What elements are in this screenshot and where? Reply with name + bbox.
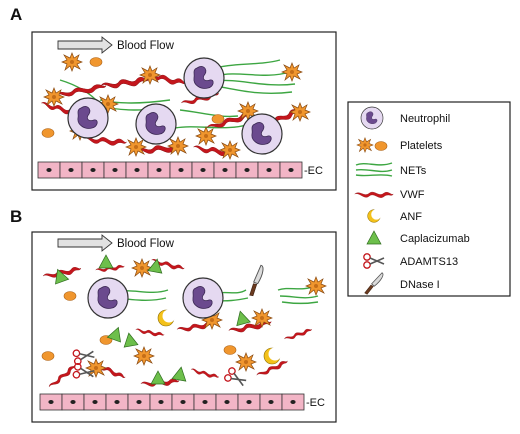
panel-a: A Blood Flow	[10, 5, 337, 191]
legend-label-anf: ANF	[400, 211, 422, 223]
neutrophil-icon	[360, 106, 384, 130]
panel-a-flow-label: Blood Flow	[117, 40, 175, 52]
legend-label-vwf: VWF	[400, 189, 425, 201]
legend-label-neutrophil: Neutrophil	[400, 113, 450, 125]
panel-b-ec-label: -EC	[306, 397, 325, 409]
endothelium	[39, 393, 305, 411]
legend-label-platelets: Platelets	[400, 140, 443, 152]
legend: Neutrophil Platelets NETs VWF ANF Caplac…	[347, 101, 511, 297]
panel-b-label: B	[10, 207, 22, 226]
panel-b-frame	[31, 231, 337, 423]
blood-flow-arrow-icon	[57, 36, 113, 54]
panel-a-ec-label: -EC	[304, 165, 323, 177]
legend-frame	[347, 101, 511, 297]
legend-label-nets: NETs	[400, 165, 427, 177]
legend-label-caplacizumab: Caplacizumab	[400, 233, 470, 245]
panel-b-flow-label: Blood Flow	[117, 238, 175, 250]
legend-label-dnase: DNase I	[400, 279, 440, 291]
legend-label-adamts13: ADAMTS13	[400, 256, 458, 268]
panel-b: B Blood Flow	[10, 207, 337, 423]
blood-flow-arrow-icon	[57, 234, 113, 252]
endothelium	[37, 161, 303, 179]
nets-icon	[355, 162, 393, 177]
panel-a-label: A	[10, 5, 22, 24]
